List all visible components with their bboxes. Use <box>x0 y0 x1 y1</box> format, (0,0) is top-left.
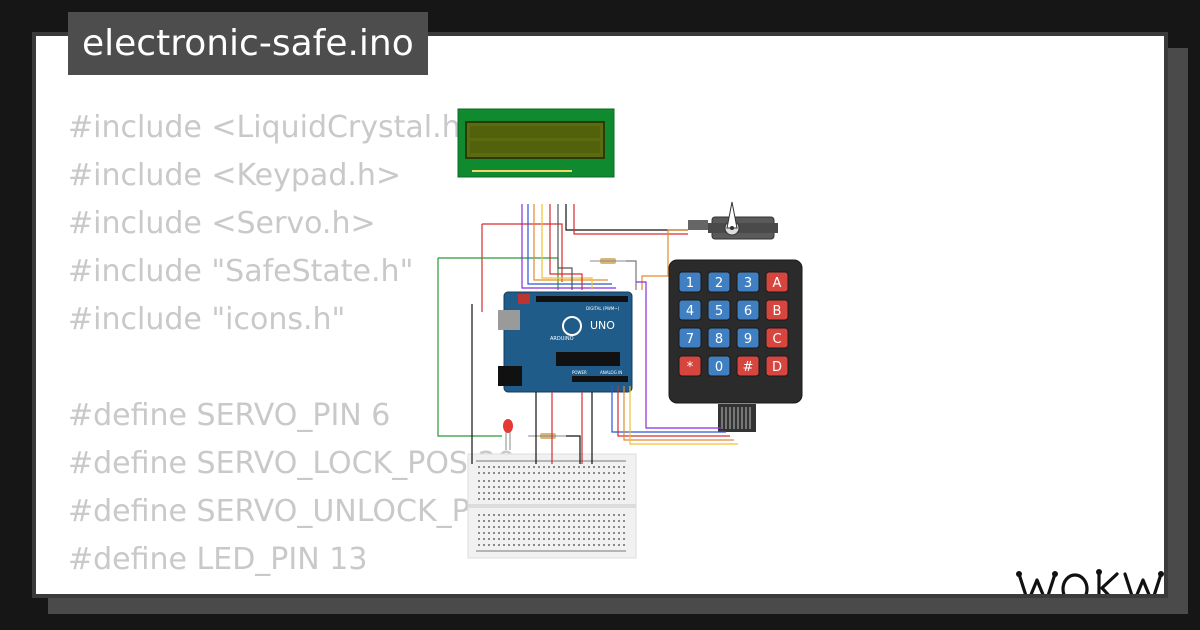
keypad-key: 6 <box>736 299 760 321</box>
keypad-key-label: A <box>773 276 782 291</box>
code-line: #include "SafeState.h" <box>68 254 414 289</box>
board-analog-label: ANALOG IN <box>600 370 622 375</box>
keypad-keys: 1 2 3 A 4 5 6 B 7 8 9 C * 0 # D <box>678 271 789 377</box>
keypad-key-label: 5 <box>715 304 723 319</box>
servo-motor <box>688 201 778 240</box>
keypad-key: 7 <box>678 327 702 349</box>
code-line: #define SERVO_PIN 6 <box>68 398 391 433</box>
code-line: #define SERVO_LOCK_POS 20 <box>68 446 516 481</box>
board-digital-label: DIGITAL (PWM~) <box>586 306 620 311</box>
code-line: #define LED_PIN 13 <box>68 542 368 577</box>
keypad-key-label: D <box>772 360 782 375</box>
board-power-label: POWER <box>572 370 587 375</box>
keypad-key-label: 2 <box>715 276 723 291</box>
code-preview: #include <LiquidCrystal.h> #include <Keyp… <box>68 104 560 594</box>
keypad-key-label: 6 <box>744 304 752 319</box>
code-line: #include <Servo.h> <box>68 206 376 241</box>
arduino-uno-board: UNO ARDUINO DIGITAL (PWM~) POWER ANALOG … <box>498 291 633 393</box>
keypad-key: B <box>765 299 789 321</box>
wires <box>437 204 738 464</box>
keypad-key: 3 <box>736 271 760 293</box>
keypad-key-label: * <box>687 360 694 375</box>
wokwi-logo <box>1016 569 1164 594</box>
keypad-key: C <box>765 327 789 349</box>
keypad-key: 8 <box>707 327 731 349</box>
resistor <box>528 433 566 439</box>
preview-card: #include <LiquidCrystal.h> #include <Keyp… <box>32 32 1168 598</box>
breadboard <box>467 453 637 559</box>
keypad-key: 5 <box>707 299 731 321</box>
board-maker: ARDUINO <box>550 336 574 342</box>
keypad-key: A <box>765 271 789 293</box>
keypad-key: 1 <box>678 271 702 293</box>
keypad-key-label: 7 <box>686 332 694 347</box>
keypad-connector <box>718 404 756 432</box>
keypad-key-label: # <box>743 360 754 375</box>
keypad-key: 0 <box>707 355 731 377</box>
keypad-key-label: 3 <box>744 276 752 291</box>
keypad-key-label: 4 <box>686 304 694 319</box>
code-line: #include <LiquidCrystal.h> <box>68 110 486 145</box>
keypad-key-label: 9 <box>744 332 752 347</box>
keypad-key: 9 <box>736 327 760 349</box>
code-line: Servo lockServo; <box>68 584 560 594</box>
keypad-key: 4 <box>678 299 702 321</box>
circuit-diagram: 1 2 3 A 4 5 6 B 7 8 9 C * 0 # D UNO ARDUINO DIGITAL (PW… <box>437 108 803 559</box>
lcd-display <box>457 108 615 178</box>
code-line: #include "icons.h" <box>68 302 346 337</box>
board-logo: UNO <box>590 319 615 332</box>
keypad-key-label: C <box>772 332 781 347</box>
keypad-key: # <box>736 355 760 377</box>
keypad-key: D <box>765 355 789 377</box>
project-title: electronic-safe.ino <box>68 12 428 75</box>
keypad-key: * <box>678 355 702 377</box>
keypad-key-label: 0 <box>715 360 723 375</box>
keypad-key-label: B <box>773 304 782 319</box>
keypad-key-label: 1 <box>686 276 694 291</box>
keypad-key: 2 <box>707 271 731 293</box>
code-line: #include <Keypad.h> <box>68 158 402 193</box>
red-led <box>503 419 513 450</box>
resistor <box>590 258 626 264</box>
keypad-key-label: 8 <box>715 332 723 347</box>
